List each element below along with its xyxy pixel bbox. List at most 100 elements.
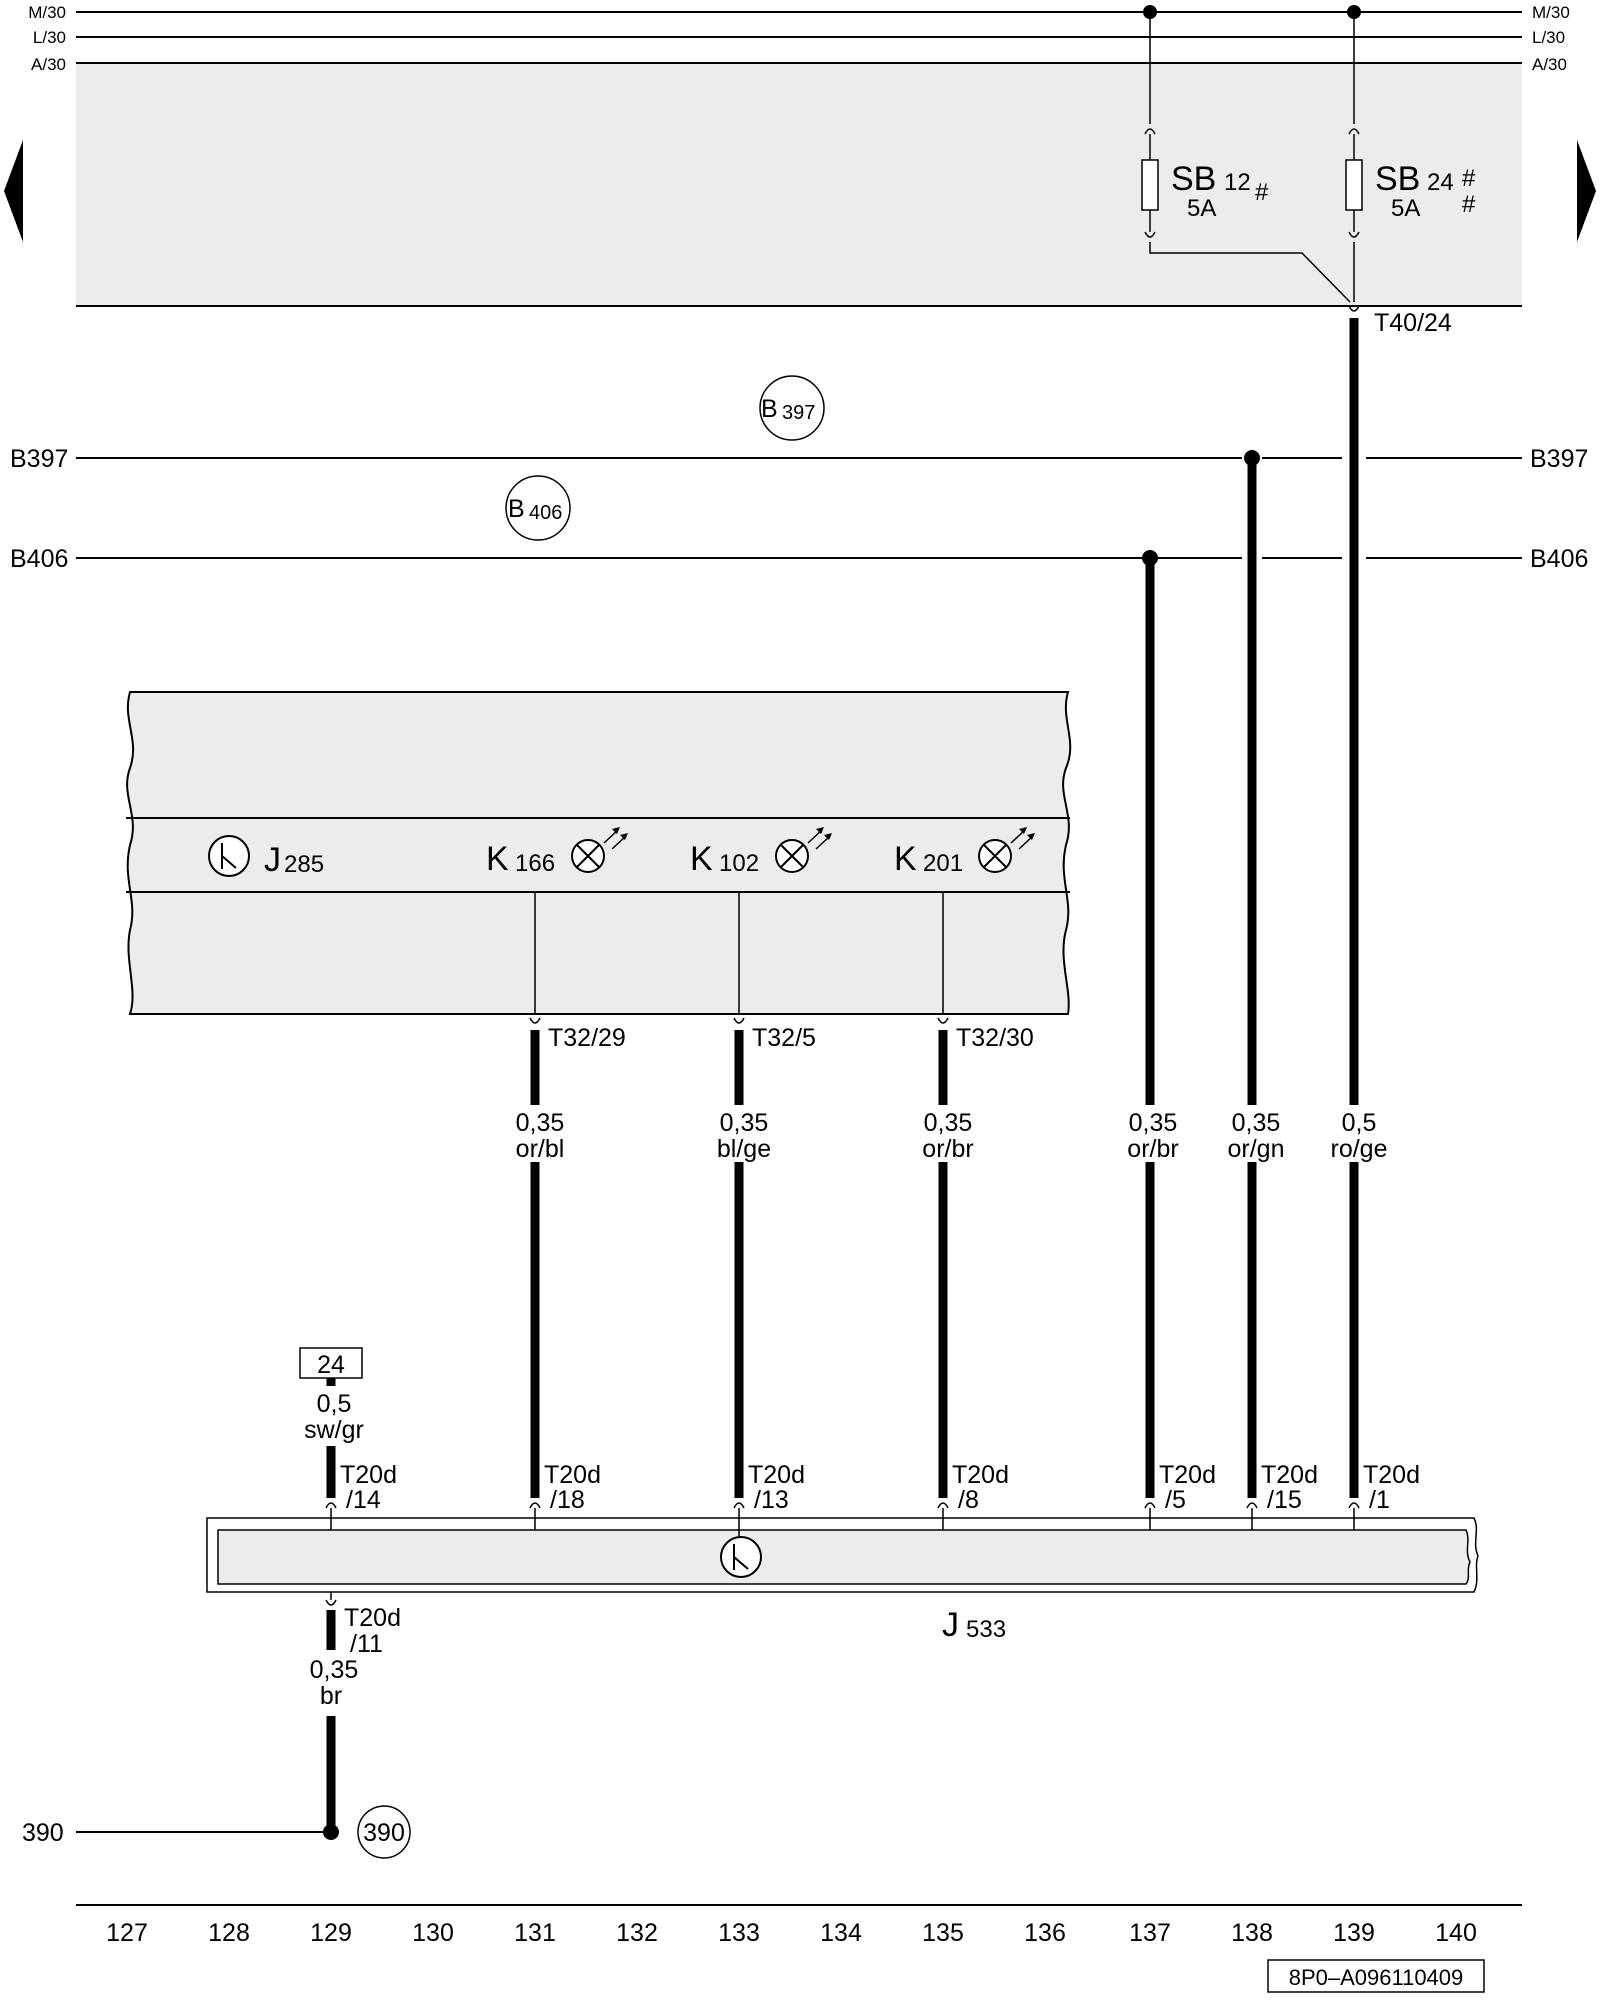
bus-b406-label-right: B406 — [1530, 545, 1588, 573]
j533-letter: J — [942, 1606, 959, 1644]
k166-letter: K — [486, 840, 509, 878]
column-number: 136 — [1024, 1919, 1066, 1947]
wire-139-color: ro/ge — [1331, 1135, 1388, 1163]
bus-b397-label-left: B397 — [10, 445, 68, 473]
ground-junction-dot — [323, 1824, 339, 1840]
warning-lamp-icon — [978, 827, 1035, 873]
rail-label-a30-right: A/30 — [1532, 55, 1567, 74]
fuse-sb12-to-t40-wire — [1149, 242, 1351, 303]
pin-number: /1 — [1369, 1486, 1390, 1514]
column-number: 131 — [514, 1919, 556, 1947]
connector-t32-5-label: T32/5 — [752, 1024, 816, 1052]
wire-138-color: or/gn — [1228, 1135, 1285, 1163]
connector-pin-icon — [1246, 1502, 1258, 1509]
column-number: 134 — [820, 1919, 862, 1947]
fuse-terminal-icon — [1348, 231, 1360, 238]
next-page-arrow-icon[interactable] — [1577, 140, 1596, 242]
column-number: 127 — [106, 1919, 148, 1947]
ref-box-24-label: 24 — [317, 1351, 345, 1379]
column-number: 135 — [922, 1919, 964, 1947]
j533-pin-8: T20d /8 — [937, 1461, 1009, 1530]
connector-t40-24-icon — [1348, 305, 1360, 312]
column-number: 130 — [412, 1919, 454, 1947]
bus-b406: B406 B406 B 406 — [10, 475, 1588, 573]
bus-b406-tag — [505, 475, 571, 541]
pin-number: /8 — [958, 1486, 979, 1514]
component-j285: J 285 K 166 K 102 K 201 — [126, 691, 1072, 1015]
connector-pin-icon — [325, 1502, 337, 1509]
prev-page-arrow-icon[interactable] — [4, 140, 23, 242]
warning-lamp-icon — [571, 827, 628, 873]
pin-label: T20d — [1159, 1461, 1216, 1489]
fuse-terminal-icon — [1348, 128, 1360, 135]
bus-b397-label-right: B397 — [1530, 445, 1588, 473]
fuse-sb12-rating: 5A — [1187, 195, 1216, 222]
connector-pin-icon — [1348, 1502, 1360, 1509]
wire-139-size: 0,5 — [1342, 1109, 1377, 1137]
rail-label-a30-left: A/30 — [31, 55, 66, 74]
pin-label: T20d — [748, 1461, 805, 1489]
fuse-terminal-icon — [1144, 128, 1156, 135]
rail-label-l30-left: L/30 — [33, 28, 66, 47]
bus-b406-tag-number: 406 — [529, 502, 562, 524]
k102-number: 102 — [719, 850, 759, 877]
j533-pin-13: T20d /13 — [733, 1461, 805, 1537]
connector-pin-icon — [325, 1599, 337, 1606]
bus-b397-tag — [759, 375, 825, 441]
wire-k201-size: 0,35 — [924, 1109, 973, 1137]
pin-number: /13 — [754, 1486, 789, 1514]
wire-129-top-color: sw/gr — [304, 1416, 364, 1444]
pin-label: T20d — [1261, 1461, 1318, 1489]
pin-number: /11 — [350, 1630, 383, 1658]
ref-box-24[interactable] — [299, 1347, 363, 1379]
fuse-sb24-mark: # — [1462, 165, 1476, 192]
wire-k166-size: 0,35 — [516, 1109, 565, 1137]
fuse-sb24-number: 24 — [1427, 169, 1454, 196]
column-number: 133 — [718, 1919, 760, 1947]
j533-number: 533 — [966, 1616, 1006, 1643]
fuse-sb24-mark: # — [1462, 191, 1476, 218]
pin-label: T20d — [952, 1461, 1009, 1489]
connector-pin-icon — [937, 1502, 949, 1509]
column-number: 132 — [616, 1919, 658, 1947]
column-number: 140 — [1435, 1919, 1477, 1947]
bus-b397-tag-letter: B — [761, 395, 778, 423]
pin-number: /15 — [1267, 1486, 1302, 1514]
j533-pin-14: T20d /14 — [325, 1461, 397, 1530]
control-unit-icon — [208, 835, 250, 877]
fuse-sb12-body — [1141, 159, 1159, 211]
wire-k166-color: or/bl — [516, 1135, 565, 1163]
column-number: 129 — [310, 1919, 352, 1947]
column-numbers: 127 128 129 130 131 132 133 134 135 136 … — [106, 1919, 1477, 1947]
j533-pin-1: T20d /1 — [1348, 1461, 1420, 1530]
k201-letter: K — [894, 840, 917, 878]
fuse-terminal-icon — [1144, 231, 1156, 238]
control-unit-icon — [720, 1536, 762, 1578]
j533-pin-5: T20d /5 — [1144, 1461, 1216, 1530]
fuse-sb12-mark: # — [1255, 179, 1269, 206]
j285-number: 285 — [284, 851, 324, 878]
j533-pin-18: T20d /18 — [529, 1461, 601, 1530]
control-unit-icon-arrow — [733, 1556, 749, 1570]
wire-129-bottom-color: br — [320, 1682, 342, 1710]
wire-129-bottom-size: 0,35 — [310, 1656, 359, 1684]
connector-t32-29-label: T32/29 — [548, 1024, 626, 1052]
rail-label-m30-right: M/30 — [1532, 3, 1570, 22]
control-unit-icon-arrow — [221, 855, 237, 869]
wire-137-color: or/br — [1127, 1135, 1178, 1163]
connector-t32-29-icon — [529, 1017, 541, 1024]
doc-id-box — [1267, 1959, 1485, 1993]
fuse-sb12-number: 12 — [1224, 169, 1251, 196]
bus-b406-label-left: B406 — [10, 545, 68, 573]
pin-number: /14 — [346, 1486, 381, 1514]
j533-pin-11: T20d /11 — [325, 1592, 401, 1658]
ground-label: 390 — [22, 1819, 64, 1847]
k201-number: 201 — [923, 850, 963, 877]
j533-inner — [217, 1529, 1471, 1585]
fuse-sb24-rating: 5A — [1391, 195, 1420, 222]
wire-129-top-size: 0,5 — [317, 1390, 352, 1418]
pin-number: /18 — [550, 1486, 585, 1514]
connector-pin-icon — [733, 1502, 745, 1509]
bus-b397-tag-number: 397 — [782, 402, 815, 424]
